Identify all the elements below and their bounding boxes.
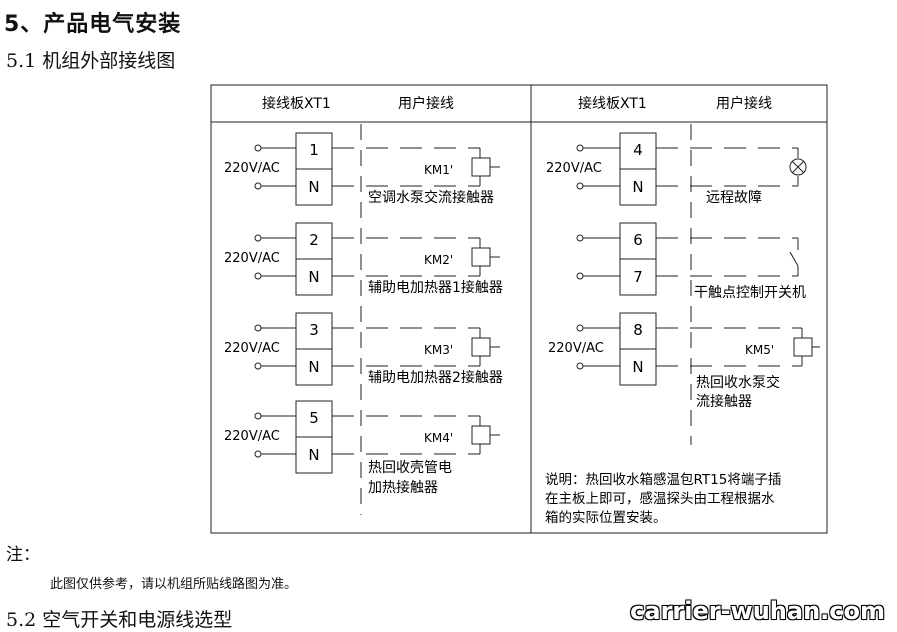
header-left-terminal: 接线板XT1 <box>262 95 331 112</box>
coil-label: KM4' <box>424 431 453 445</box>
diagram-note-line: 说明：热回收水箱感温包RT15将端子插 <box>545 471 781 488</box>
coil-label: KM5' <box>745 343 774 357</box>
group-description: 空调水泵交流接触器 <box>368 189 494 206</box>
watermark: carrier-wuhan.com <box>630 597 885 625</box>
contactor-coil <box>471 425 491 445</box>
terminal-group-5: 5 N 220V/AC KM4' 热回收壳管电 加热接触器 <box>224 400 500 496</box>
voltage-label: 220V/AC <box>224 429 280 444</box>
contactor-coil <box>471 247 491 267</box>
subsection-title: 5.1 机组外部接线图 <box>6 50 176 72</box>
group-description: 热回收壳管电 <box>368 459 452 476</box>
switch-contact-icon <box>789 238 799 276</box>
coil-label: KM1' <box>424 163 453 177</box>
contactor-coil <box>471 157 491 177</box>
voltage-label: 220V/AC <box>546 161 602 176</box>
lamp-icon <box>789 158 807 176</box>
group-description: 远程故障 <box>706 190 762 206</box>
terminal-label: N <box>632 358 643 376</box>
contactor-coil <box>793 337 813 357</box>
terminal-group-4: 4 N 220V/AC 远程故障 <box>546 132 807 206</box>
voltage-label: 220V/AC <box>224 341 280 356</box>
terminal-group-6-7: 6 7 干触点控制开关机 <box>576 222 806 301</box>
terminal-label: N <box>308 358 319 376</box>
voltage-label: 220V/AC <box>224 161 280 176</box>
diagram-frame <box>210 84 828 534</box>
voltage-label: 220V/AC <box>548 341 604 356</box>
diagram-note-line: 箱的实际位置安装。 <box>545 510 667 526</box>
terminal-label: N <box>308 446 319 464</box>
terminal-label: 2 <box>309 231 319 249</box>
subsection-title: 5.2 空气开关和电源线选型 <box>6 609 233 631</box>
header-right-terminal: 接线板XT1 <box>578 95 647 112</box>
note-label: 注： <box>6 545 40 565</box>
terminal-group-2: 2 N 220V/AC KM2' 辅助电加热器1接触器 <box>224 222 503 296</box>
terminal-label: 3 <box>309 321 319 339</box>
group-description: 干触点控制开关机 <box>694 285 806 301</box>
group-description: 辅助电加热器1接触器 <box>368 279 503 296</box>
terminal-label: N <box>632 178 643 196</box>
note-text: 此图仅供参考，请以机组所贴线路图为准。 <box>50 577 298 592</box>
terminal-group-8: 8 N 220V/AC KM5' 热回收水泵交 流接触器 <box>548 312 820 410</box>
terminal-label: 8 <box>633 321 643 339</box>
terminal-label: N <box>308 178 319 196</box>
header-left-user: 用户接线 <box>398 95 454 112</box>
header-right-user: 用户接线 <box>716 95 772 112</box>
group-description: 热回收水泵交 <box>696 374 780 391</box>
terminal-label: N <box>308 268 319 286</box>
coil-label: KM3' <box>424 343 453 357</box>
diagram-note-line: 在主板上即可，感温探头由工程根据水 <box>545 490 775 507</box>
terminal-group-1: 1 N 220V/AC KM1' 空调水泵交流接触器 <box>224 132 500 206</box>
group-description: 加热接触器 <box>368 479 438 496</box>
terminal-group-3: 3 N 220V/AC KM3' 辅助电加热器2接触器 <box>224 312 503 386</box>
terminal-label: 7 <box>633 268 643 286</box>
voltage-label: 220V/AC <box>224 251 280 266</box>
terminal-label: 4 <box>633 141 643 159</box>
terminal-label: 5 <box>309 409 319 427</box>
group-description: 流接触器 <box>696 393 752 410</box>
section-title: 5、产品电气安装 <box>4 12 182 37</box>
group-description: 辅助电加热器2接触器 <box>368 369 503 386</box>
contactor-coil <box>471 337 491 357</box>
terminal-label: 6 <box>633 231 643 249</box>
coil-label: KM2' <box>424 253 453 267</box>
terminal-label: 1 <box>309 141 319 159</box>
